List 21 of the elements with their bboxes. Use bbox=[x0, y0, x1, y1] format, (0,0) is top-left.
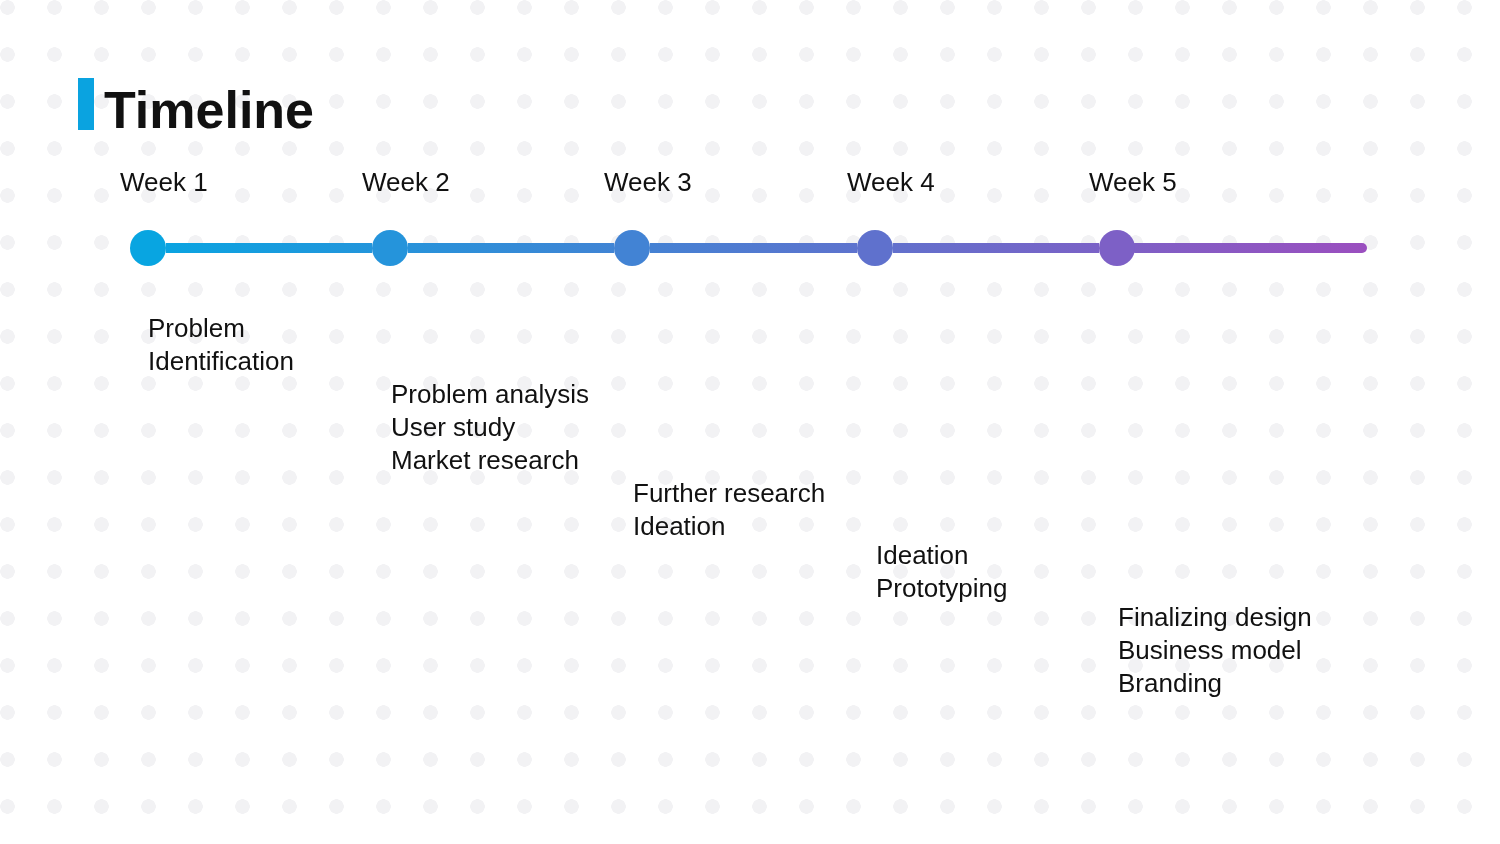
milestone-text: User study bbox=[391, 411, 516, 444]
title: Timeline bbox=[104, 80, 314, 141]
milestone-text: Problem analysis bbox=[391, 378, 589, 411]
milestone-text: Ideation bbox=[876, 539, 969, 572]
week-label: Week 4 bbox=[847, 166, 935, 198]
week-label: Week 2 bbox=[362, 166, 450, 198]
milestone-text: Branding bbox=[1118, 667, 1223, 700]
timeline-connector bbox=[408, 243, 614, 253]
week-label: Week 5 bbox=[1089, 166, 1177, 198]
timeline-connector bbox=[650, 243, 857, 253]
milestone-text: Prototyping bbox=[876, 572, 1008, 605]
week-label: Week 1 bbox=[120, 166, 208, 198]
milestone-text: Further research bbox=[633, 477, 826, 510]
timeline-connector bbox=[893, 243, 1099, 253]
milestone-text: Market research bbox=[391, 444, 579, 477]
timeline-connector bbox=[166, 243, 372, 253]
week-label: Week 3 bbox=[604, 166, 692, 198]
milestone-text: Ideation bbox=[633, 510, 726, 543]
milestone-text: Finalizing design bbox=[1118, 601, 1312, 634]
milestone-text: Problem Identification bbox=[148, 312, 295, 378]
milestone-text: Business model bbox=[1118, 634, 1302, 667]
